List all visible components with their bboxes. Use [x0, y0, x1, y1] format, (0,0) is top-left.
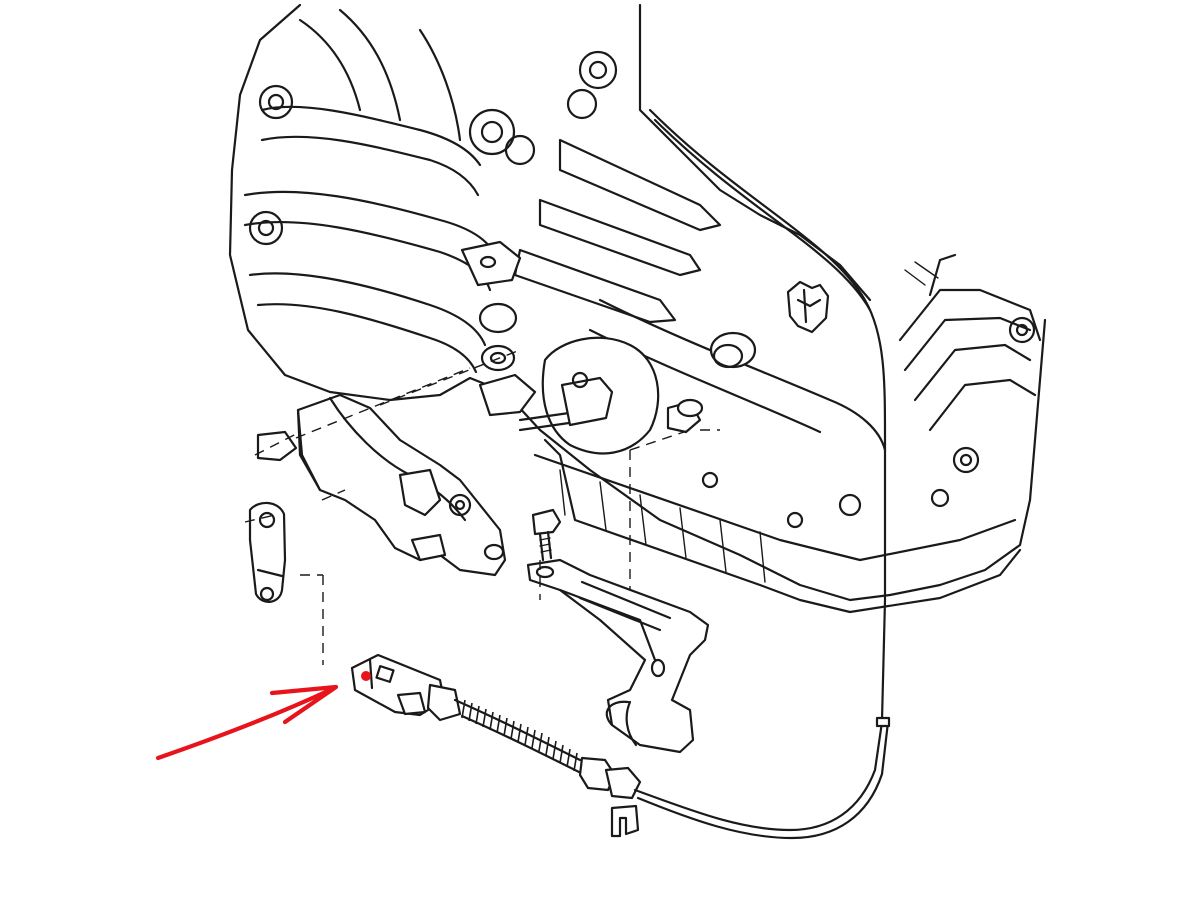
vent-hose	[648, 108, 939, 722]
cable-bracket	[526, 558, 710, 754]
manual-shaft-assembly	[460, 240, 704, 455]
retaining-clip	[786, 280, 830, 334]
callout-dot	[361, 671, 371, 681]
callout-arrow	[155, 671, 371, 761]
shift-lever	[248, 501, 287, 603]
transmission-case	[228, 3, 1047, 614]
shift-cable	[350, 653, 891, 840]
bracket-bolt	[531, 508, 562, 562]
case-plug	[709, 331, 757, 369]
range-switch	[256, 393, 507, 577]
assembly-leader-lines	[244, 349, 720, 665]
